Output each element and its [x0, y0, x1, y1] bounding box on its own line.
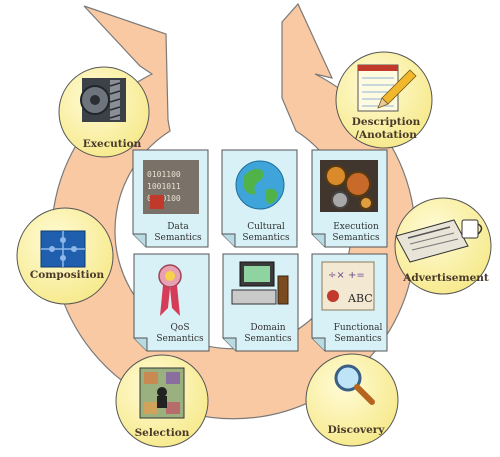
cultural-semantics-label-line1: Cultural [247, 222, 285, 232]
cultural-semantics-card: Cultural Semantics [221, 149, 298, 248]
execution-semantics-card: Execution Semantics [311, 149, 388, 248]
computer-books-icon [231, 261, 289, 305]
functional-semantics-label-line2: Semantics [334, 334, 382, 344]
selection-label: Selection [135, 427, 190, 439]
notepad-pencil-icon [357, 64, 417, 112]
discovery-node: Discovery [305, 353, 399, 447]
data-semantics-label-line2: Semantics [154, 233, 202, 243]
description-label-line2: /Anotation [355, 129, 417, 141]
cultural-semantics-label-line2: Semantics [242, 233, 290, 243]
qos-semantics-card: QoS Semantics [133, 253, 210, 352]
functional-semantics-label-line1: Functional [334, 323, 383, 333]
advertisement-node: Advertisement [394, 197, 492, 295]
data-semantics-card: 0101100 1001011 0110100 Data Semantics [132, 149, 209, 248]
domain-semantics-label-line2: Semantics [244, 334, 292, 344]
svg-text:ABC: ABC [347, 292, 373, 305]
domain-semantics-card: Domain Semantics [222, 253, 299, 352]
description-label-line1: Description [352, 116, 421, 128]
svg-text:0101100: 0101100 [147, 170, 181, 179]
ribbon-award-icon [158, 264, 182, 316]
selection-node: Selection [115, 354, 209, 448]
newspaper-coffee-icon [395, 219, 483, 263]
execution-semantics-label-line1: Execution [333, 222, 379, 232]
machine-gears-icon [320, 160, 378, 212]
math-symbols-icon: ÷× += ABC [321, 261, 375, 311]
execution-node: Execution [58, 66, 150, 158]
advertisement-label: Advertisement [402, 272, 489, 284]
gears-screw-icon [80, 78, 126, 122]
functional-semantics-card: ÷× += ABC Functional Semantics [311, 253, 388, 352]
domain-semantics-label-line1: Domain [250, 323, 285, 333]
qos-semantics-label-line2: Semantics [156, 334, 204, 344]
data-semantics-label-line1: Data [167, 222, 189, 232]
composition-label: Composition [30, 269, 105, 281]
qos-semantics-label-line1: QoS [171, 323, 190, 333]
execution-semantics-label-line2: Semantics [332, 233, 380, 243]
selection-collage-icon [139, 367, 185, 419]
svg-text:÷×: ÷× [328, 270, 345, 281]
discovery-label: Discovery [328, 424, 386, 436]
globe-icon [235, 160, 285, 210]
puzzle-icon [40, 230, 86, 268]
execution-label: Execution [83, 138, 142, 150]
svg-text:+=: += [348, 270, 365, 281]
binary-data-icon: 0101100 1001011 0110100 [143, 160, 199, 214]
description-node: Description /Anotation [335, 51, 433, 149]
magnifier-icon [334, 364, 375, 405]
composition-node: Composition [16, 207, 114, 305]
svg-text:1001011: 1001011 [147, 182, 181, 191]
